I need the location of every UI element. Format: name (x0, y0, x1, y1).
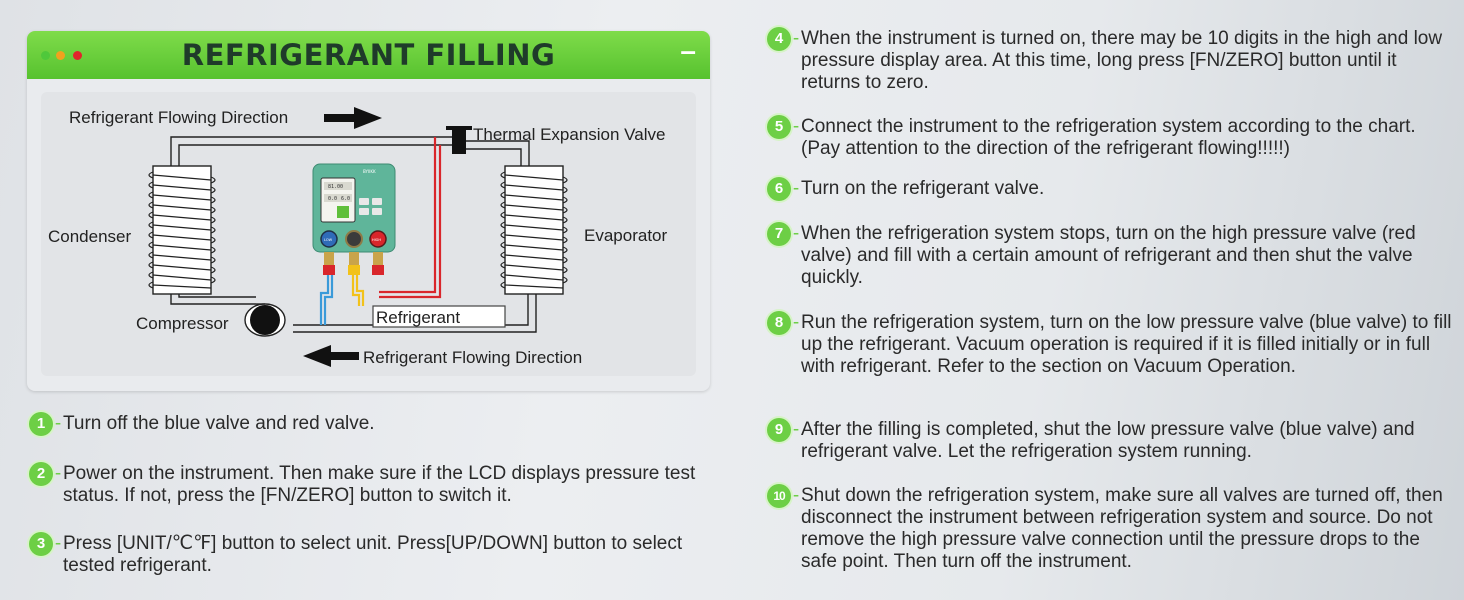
step-1: 1 - Turn off the blue valve and red valv… (29, 412, 719, 436)
window-dot-orange (56, 51, 65, 60)
step-number-badge: 1 (29, 412, 53, 436)
step-text: Turn on the refrigerant valve. (801, 178, 1045, 199)
refrigerant-box (372, 305, 506, 328)
step-3: 3 - Press [UNIT/℃℉] button to select uni… (29, 532, 719, 577)
expansion-valve-icon (452, 126, 466, 154)
condenser-coil (148, 165, 216, 295)
step-number-badge: 5 (767, 115, 791, 139)
step-10: 10 - Shut down the refrigeration system,… (767, 484, 1452, 573)
step-8: 8 - Run the refrigeration system, turn o… (767, 311, 1452, 378)
flow-arrow-left-icon (303, 345, 359, 367)
step-text: Power on the instrument. Then make sure … (63, 463, 696, 506)
flow-arrow-right-icon (324, 107, 382, 129)
step-text: After the filling is completed, shut the… (801, 419, 1415, 462)
evaporator-label: Evaporator (584, 226, 667, 245)
step-number-badge: 10 (767, 484, 791, 508)
step-number-badge: 2 (29, 462, 53, 486)
device-lcd-line-3: 6.0 (341, 196, 350, 202)
step-number-badge: 3 (29, 532, 53, 556)
step-6: 6 - Turn on the refrigerant valve. (767, 177, 1452, 201)
step-number-badge: 9 (767, 418, 791, 442)
step-text: Turn off the blue valve and red valve. (63, 413, 375, 434)
compressor-icon (244, 303, 286, 337)
device-brand: BYIIKK (363, 169, 376, 174)
minimize-icon[interactable]: – (680, 35, 696, 66)
compressor-label: Compressor (136, 314, 229, 333)
thermal-expansion-valve-label: Thermal Expansion Valve (473, 125, 665, 144)
flow-direction-label-bottom: Refrigerant Flowing Direction (363, 348, 582, 367)
panel-header: REFRIGERANT FILLING – (27, 31, 710, 79)
window-dot-red (73, 51, 82, 60)
step-number-badge: 7 (767, 222, 791, 246)
step-text: Run the refrigeration system, turn on th… (801, 312, 1452, 377)
device-low-knob-label: LOW (324, 238, 333, 242)
step-text: When the instrument is turned on, there … (801, 28, 1443, 93)
step-5: 5 - Connect the instrument to the refrig… (767, 115, 1452, 160)
step-9: 9 - After the filling is completed, shut… (767, 418, 1452, 463)
evaporator-coil (500, 165, 568, 295)
step-7: 7 - When the refrigeration system stops,… (767, 222, 1452, 289)
condenser-label: Condenser (48, 227, 132, 246)
device-lcd-line-1: 81.00 (328, 184, 343, 190)
device-high-knob-label: HIGH (372, 238, 381, 242)
step-text: When the refrigeration system stops, tur… (801, 223, 1416, 288)
step-2: 2 - Power on the instrument. Then make s… (29, 462, 719, 507)
window-dot-green (41, 51, 50, 60)
panel-title: REFRIGERANT FILLING (181, 38, 556, 72)
service-hoses (319, 137, 442, 325)
refrigerant-filling-panel: REFRIGERANT FILLING – (27, 31, 710, 391)
pipe-loop (170, 136, 537, 333)
step-text: Shut down the refrigeration system, make… (801, 485, 1443, 572)
refrigeration-diagram: BYIIKK 81.00 0.0 6.0 LOW HIGH Refrigeran… (48, 107, 667, 367)
step-text: Connect the instrument to the refrigerat… (801, 116, 1416, 159)
step-number-badge: 6 (767, 177, 791, 201)
refrigerant-label: Refrigerant (376, 308, 460, 327)
step-number-badge: 4 (767, 27, 791, 51)
step-text: Press [UNIT/℃℉] button to select unit. P… (63, 533, 683, 576)
step-4: 4 - When the instrument is turned on, th… (767, 27, 1452, 94)
device-lcd-line-2: 0.0 (328, 196, 337, 202)
manifold-gauge-device (312, 163, 396, 275)
flow-direction-label-top: Refrigerant Flowing Direction (69, 108, 288, 127)
diagram-area: BYIIKK 81.00 0.0 6.0 LOW HIGH Refrigeran… (41, 92, 696, 376)
step-number-badge: 8 (767, 311, 791, 335)
